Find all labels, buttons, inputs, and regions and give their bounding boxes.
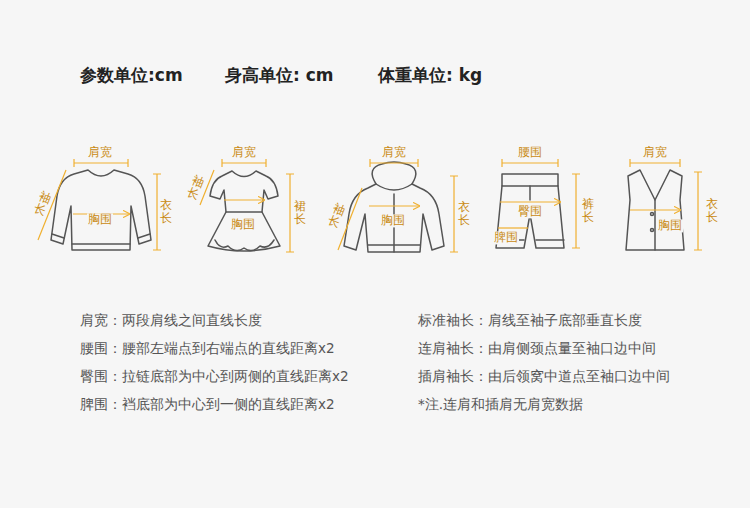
measure-label: 裤长 bbox=[581, 198, 595, 224]
measure-note: 标准袖长：肩线至袖子底部垂直长度 bbox=[418, 312, 642, 330]
measure-note: 肩宽：两段肩线之间直线长度 bbox=[80, 312, 262, 330]
measure-note: 连肩袖长：由肩侧颈点量至袖口边中间 bbox=[418, 340, 656, 358]
measure-label: 胸围 bbox=[87, 213, 113, 226]
measure-note: 脾围：裆底部为中心到一侧的直线距离x2 bbox=[80, 396, 335, 414]
measure-label: 袖长 bbox=[31, 189, 54, 219]
measure-note: 臀围：拉链底部为中心到两侧的直线距离x2 bbox=[80, 368, 349, 386]
measure-label: 裙长 bbox=[293, 200, 307, 226]
measure-label: 衣长 bbox=[705, 198, 719, 224]
measure-note: *注.连肩和插肩无肩宽数据 bbox=[418, 396, 583, 414]
measure-label: 胸围 bbox=[230, 218, 256, 231]
measure-note: 插肩袖长：由后领窝中道点至袖口边中间 bbox=[418, 368, 670, 386]
measure-label: 腰围 bbox=[517, 146, 543, 159]
measure-label: 袖长 bbox=[325, 201, 348, 231]
measure-label: 脾围 bbox=[493, 231, 519, 244]
unit-heading: 体重单位: kg bbox=[378, 64, 482, 87]
unit-heading: 参数单位:cm bbox=[80, 64, 183, 87]
measure-label: 臀围 bbox=[517, 205, 543, 218]
measure-label: 衣长 bbox=[159, 199, 173, 225]
measure-note: 腰围：腰部左端点到右端点的直线距离x2 bbox=[80, 340, 335, 358]
measure-label: 胸围 bbox=[380, 214, 406, 227]
measure-label: 肩宽 bbox=[87, 146, 113, 159]
measure-label: 肩宽 bbox=[642, 146, 668, 159]
measure-label: 衣长 bbox=[457, 201, 471, 227]
measure-label: 肩宽 bbox=[381, 146, 407, 159]
measure-label: 胸围 bbox=[657, 219, 683, 232]
measure-label: 肩宽 bbox=[231, 146, 257, 159]
unit-heading: 身高单位: cm bbox=[225, 64, 334, 87]
